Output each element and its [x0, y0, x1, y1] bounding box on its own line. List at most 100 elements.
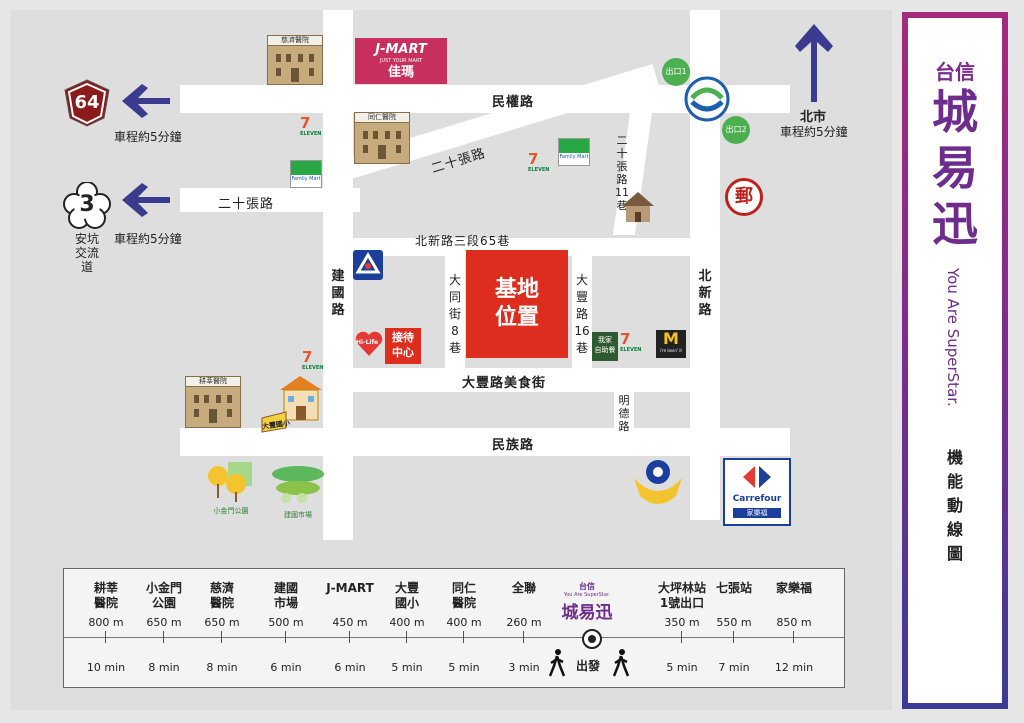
gengxin-hospital-label: 耕莘醫院 — [199, 377, 227, 385]
timeline-item-time: 10 min — [86, 661, 126, 674]
carrefour-logo-icon — [743, 466, 771, 488]
panel-subtitle: 機能動線圖 — [946, 448, 963, 563]
seven-eleven-logo: 7 — [620, 330, 631, 348]
tongren-hospital-label: 同仁醫院 — [368, 113, 396, 121]
mcdonalds-sub: i'm lovin' it — [659, 348, 682, 353]
familymart-icon: Family Mart — [290, 160, 322, 188]
road-label-mingde: 明德路 — [618, 394, 630, 433]
timeline-tick — [793, 631, 794, 643]
highway-64-time: 車程約5分鐘 — [114, 130, 182, 144]
seven-eleven-logo: 7 — [300, 114, 311, 132]
map-area: 民權路 二十張路 二十張路 北新路三段65巷 建國路 大同街8巷 大豐路16巷 … — [10, 10, 892, 710]
road-label-minquan: 民權路 — [492, 95, 535, 110]
site-label-line1: 基地 — [494, 277, 539, 302]
north-city-label: 北市 — [800, 110, 827, 125]
timeline-item-name: 建國 市場 — [273, 581, 298, 610]
arrow-up-icon — [795, 24, 833, 102]
brand-name: 城易迅 — [932, 85, 978, 251]
timeline-item-distance: 350 m — [664, 616, 700, 629]
seven-eleven-sub: ELEVEN — [300, 131, 322, 137]
timeline-item-distance: 650 m — [204, 616, 240, 629]
timeline-item-name: 大豐 國小 — [394, 581, 419, 610]
site-location: 基地 位置 — [466, 250, 568, 358]
timeline-item-time: 8 min — [148, 661, 180, 674]
walking-person-icon — [612, 649, 630, 677]
walking-person-icon — [548, 649, 566, 677]
arrow-left-icon — [122, 84, 170, 118]
timeline-item-distance: 800 m — [88, 616, 124, 629]
timeline-tick — [463, 631, 464, 643]
school-building-icon — [261, 376, 322, 433]
road-label-beixin: 北新路 — [698, 269, 712, 318]
start-point-icon — [582, 629, 602, 649]
timeline-item-distance: 260 m — [506, 616, 542, 629]
road-label-ershizhang: 二十張路 — [218, 197, 275, 212]
seven-eleven-sub: ELEVEN — [302, 365, 324, 371]
timeline-item-time: 5 min — [448, 661, 480, 674]
seven-eleven-logo: 7 — [302, 348, 313, 366]
tree-icon — [208, 462, 252, 502]
timeline-tick — [733, 631, 734, 643]
timeline-item-distance: 650 m — [146, 616, 182, 629]
house-icon — [622, 192, 654, 222]
north-city-time: 車程約5分鐘 — [780, 125, 848, 139]
anken-interchange: 安坑交流道 — [74, 232, 99, 274]
road-label-datong: 大同街8巷 — [448, 273, 461, 355]
pxmart-icon — [353, 250, 383, 280]
tongren-hospital-icon: 同仁醫院 — [354, 112, 410, 164]
timeline-item-name: 大坪林站 1號出口 — [657, 581, 706, 610]
timeline-item-name: 慈濟 醫院 — [209, 581, 234, 610]
timeline-item-name: 耕莘 醫院 — [93, 581, 118, 610]
highway-3-shield: 3 — [62, 181, 112, 230]
road-mingde — [614, 392, 634, 432]
pxmart-logo-icon — [355, 252, 381, 274]
timeline-item-distance: 400 m — [446, 616, 482, 629]
timeline-item-distance: 850 m — [776, 616, 812, 629]
hilife-label: Hi-Life — [356, 339, 379, 346]
timeline-tick — [681, 631, 682, 643]
vegetable-icon — [272, 466, 324, 503]
timeline-item-time: 5 min — [666, 661, 698, 674]
road-label-lane11: 二十張路11巷 — [615, 134, 629, 212]
timeline-item-name: 同仁 醫院 — [451, 581, 476, 610]
jmart-sign: J-MART JUST YOUR MART 佳瑪 — [355, 38, 447, 84]
timeline-tick — [105, 631, 106, 643]
mcdonalds-logo: M — [663, 329, 679, 348]
tzuchi-hospital-label: 慈濟醫院 — [281, 36, 309, 44]
reception-line2: 中心 — [392, 346, 414, 359]
arrow-left-icon — [122, 183, 170, 217]
highway-64-shield: 64 — [62, 78, 112, 128]
timeline-item-time: 6 min — [334, 661, 366, 674]
timeline-item-time: 5 min — [391, 661, 423, 674]
selfkitchen-line2: 自助餐 — [594, 346, 616, 354]
heart-icon — [355, 331, 383, 356]
road-label-lane65: 北新路三段65巷 — [415, 234, 511, 248]
mcdonalds-icon: M i'm lovin' it — [656, 330, 686, 358]
police-emblem-icon — [634, 460, 682, 504]
road-dafeng-lane16 — [572, 256, 592, 376]
gengxin-hospital-icon: 耕莘醫院 — [185, 376, 241, 428]
jianguo-market-icon: 建國市場 — [268, 462, 328, 519]
road-datong-lane8 — [445, 256, 465, 376]
timeline-tick — [523, 631, 524, 643]
tzuchi-hospital-icon: 慈濟醫院 — [267, 35, 323, 85]
highway-64-number: 64 — [74, 92, 100, 113]
timeline-item-name: J-MART — [326, 581, 374, 595]
mrt-exit-1: 出口1 — [662, 58, 690, 86]
road-minzu — [180, 428, 790, 456]
reception-line1: 接待 — [392, 331, 414, 344]
seven-eleven-sub: ELEVEN — [620, 347, 642, 353]
brand-panel: 台信 城易迅 You Are SuperStar. 機能動線圖 — [908, 18, 1002, 703]
timeline-tick — [349, 631, 350, 643]
timeline-item-name: 全聯 — [511, 581, 536, 595]
timeline-item-distance: 450 m — [332, 616, 368, 629]
flower-shield-icon — [63, 181, 111, 229]
highway-3-time: 車程約5分鐘 — [114, 232, 182, 246]
road-label-dafeng-food: 大豐路美食街 — [462, 376, 547, 391]
hilife-icon: Hi-Life — [354, 330, 384, 358]
selfkitchen-sign: 我家 自助餐 — [592, 332, 618, 361]
timeline-item-name: 七張站 — [715, 581, 752, 595]
